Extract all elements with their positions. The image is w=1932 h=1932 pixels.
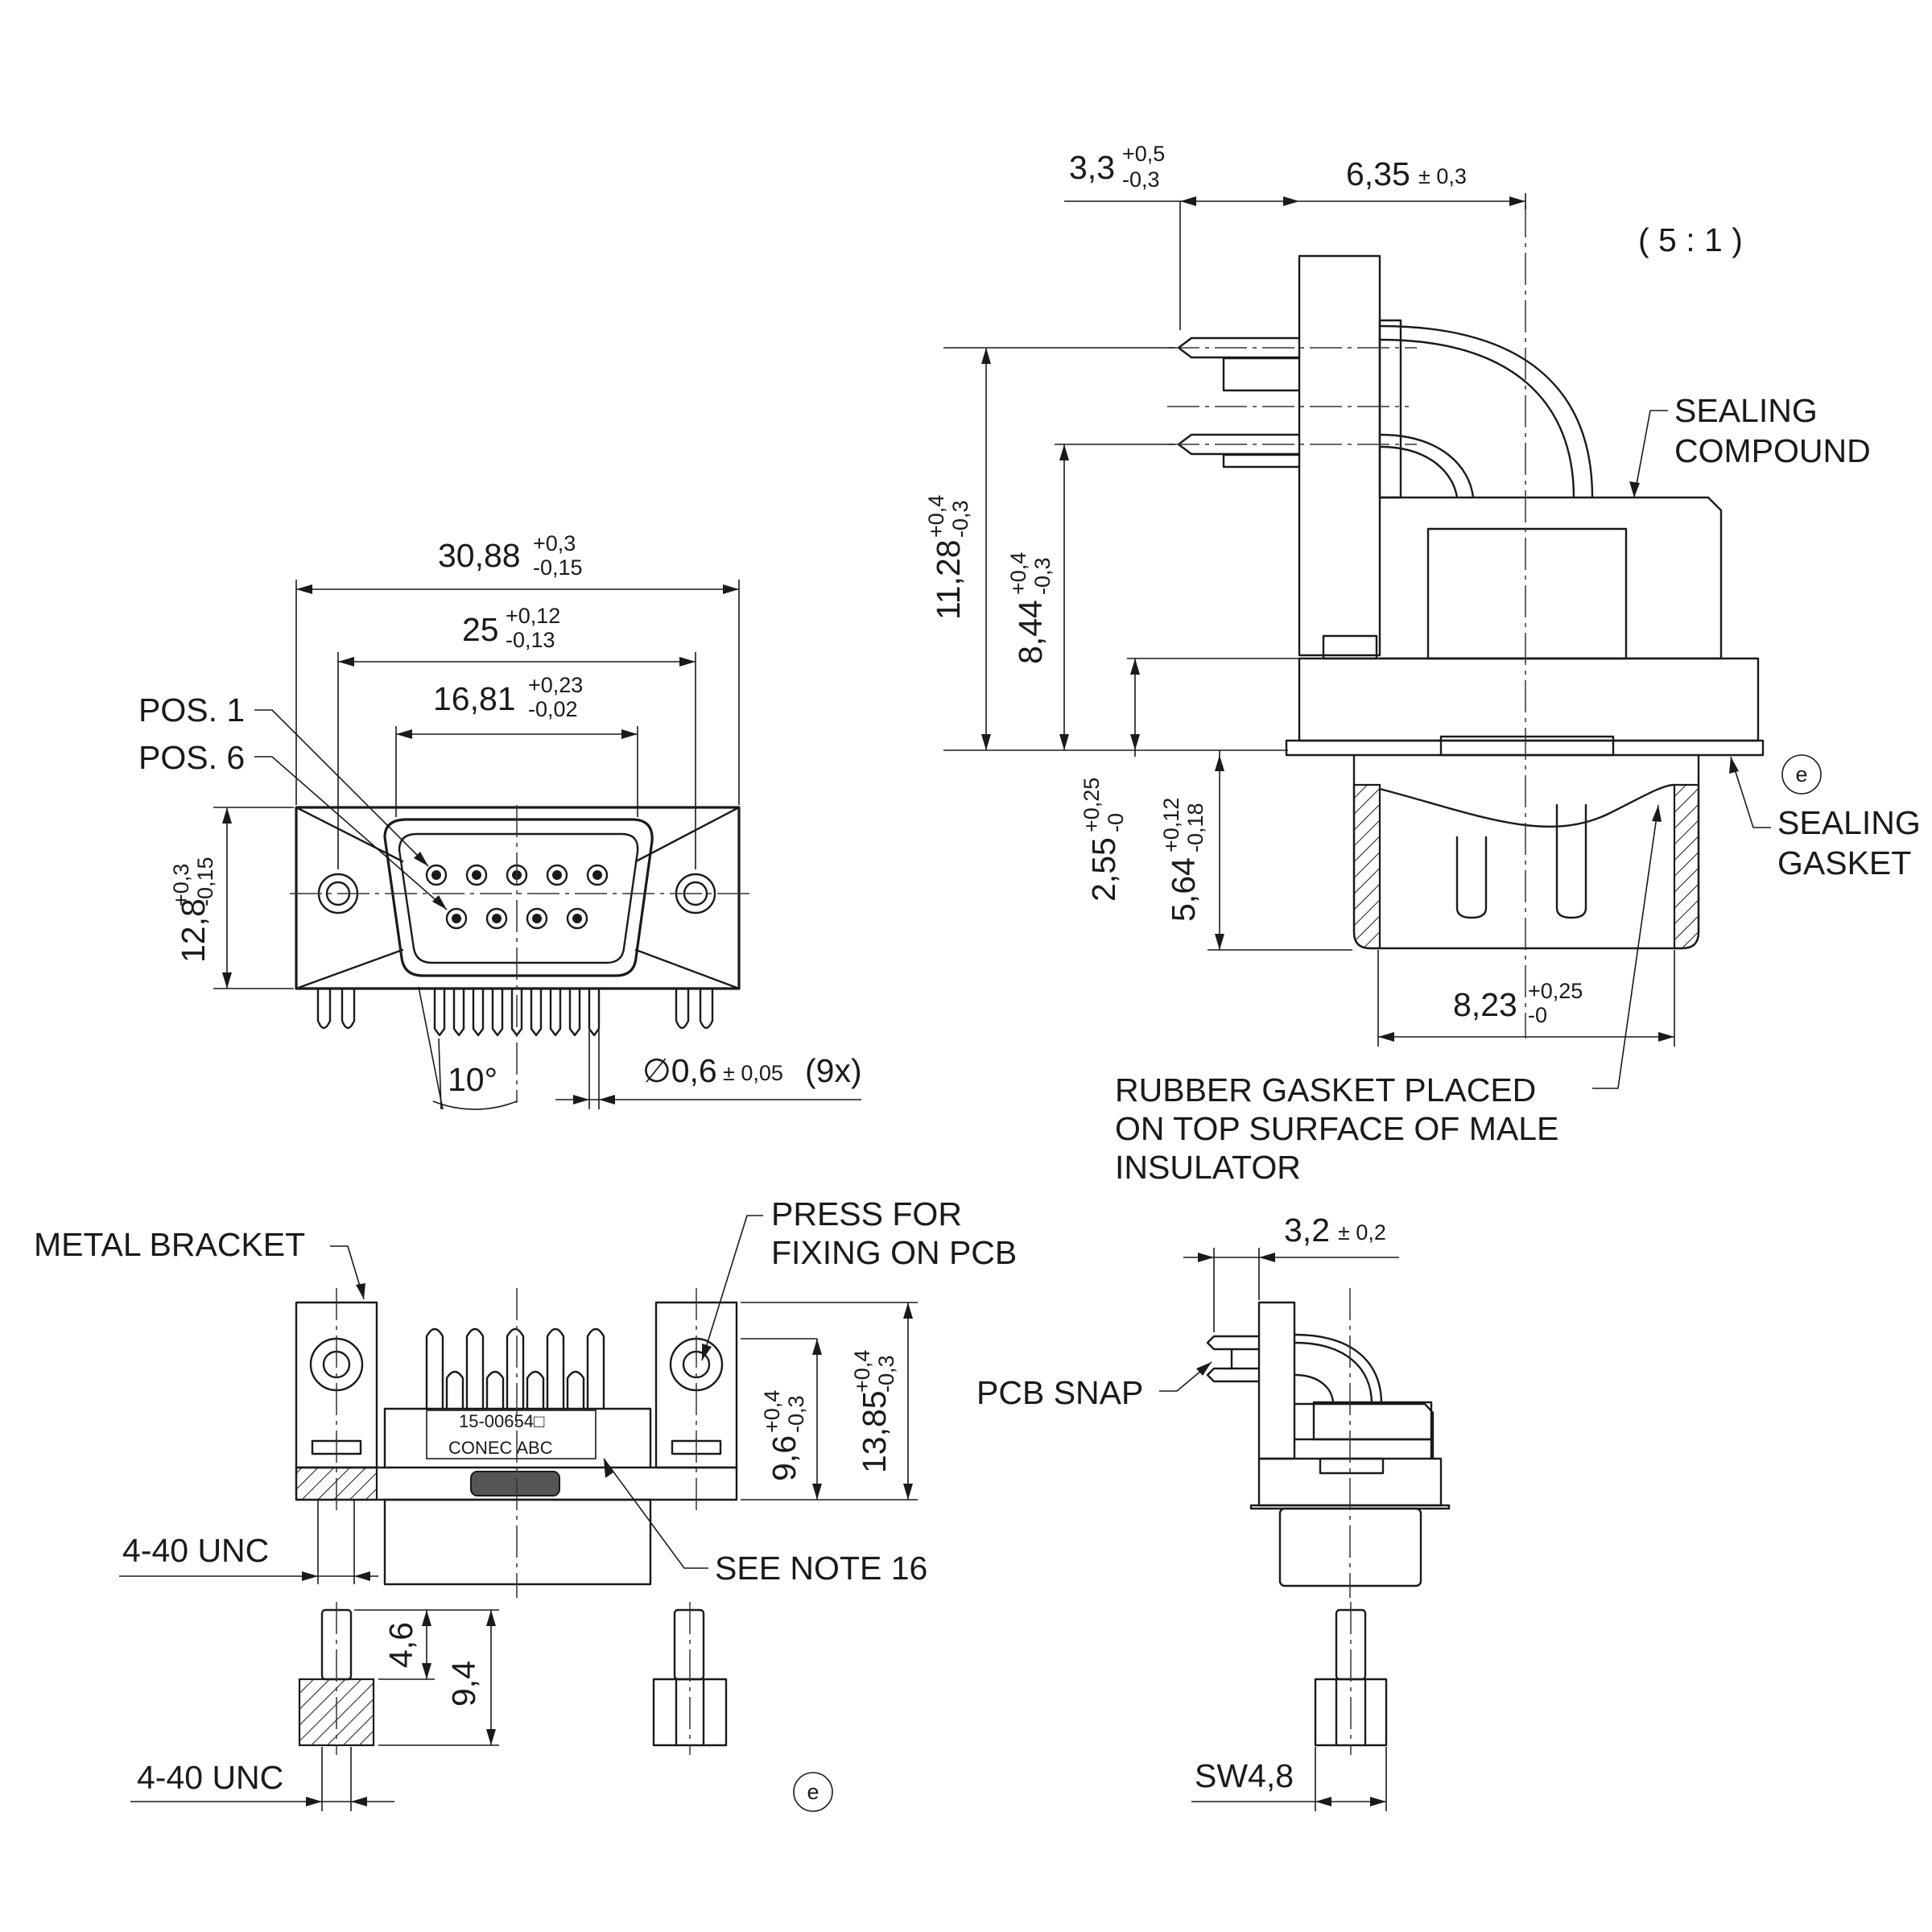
svg-text:-0,3: -0,3 [874,1355,898,1393]
svg-text:-0,02: -0,02 [528,697,578,721]
svg-text:-0,3: -0,3 [1122,167,1160,192]
svg-text:+0,12: +0,12 [506,604,560,628]
dim-height: 12,8 [175,898,212,963]
front-view: 30,88 +0,3 -0,15 25 +0,12 -0,13 16,81 +0… [138,531,862,1110]
svg-text:+0,4: +0,4 [1006,552,1030,595]
dim-bolt-short: 4,6 [382,1622,419,1668]
svg-text:-0,13: -0,13 [506,628,555,652]
scale-label: ( 5 : 1 ) [1638,221,1743,258]
bottom-view: METAL BRACKET PRESS FOR FIXING ON PCB 15… [34,1195,1017,1812]
revision-mark-bottom: e [807,1780,819,1804]
dim-depth: 6,35 [1346,155,1410,192]
svg-text:-0,15: -0,15 [193,857,217,906]
sealing-compound-label-1: SEALING [1674,392,1818,429]
sealing-gasket-label-1: SEALING [1777,804,1921,841]
metal-bracket-label: METAL BRACKET [34,1226,305,1263]
thread-label-bottom: 4-40 UNC [137,1759,283,1796]
side-view: 3,3 +0,5 -0,3 6,35 ± 0,3 11,28 +0,4 -0,3… [924,142,1921,1186]
dim-total-height: 13,85 [856,1390,893,1473]
svg-text:-0: -0 [1528,1003,1547,1027]
pcb-snap-label: PCB SNAP [976,1374,1143,1411]
dim-hole-spacing: 25 [462,611,499,648]
revision-mark-side: e [1795,762,1807,786]
dim-shell-width: 8,23 [1453,986,1517,1023]
dim-pin-protrusion: 3,3 [1069,149,1115,186]
svg-text:+0,3: +0,3 [533,531,576,555]
sealing-compound-label-2: COMPOUND [1674,432,1871,469]
svg-text:(9x): (9x) [805,1052,862,1089]
svg-text:-0,3: -0,3 [948,500,972,538]
dim-pin-span: 16,81 [433,680,516,717]
thread-label-top: 4-40 UNC [122,1532,269,1569]
dim-bracket-height: 9,6 [766,1435,803,1481]
svg-text:+0,25: +0,25 [1528,979,1583,1003]
dim-snap-offset: 3,2 [1284,1212,1330,1249]
svg-text:± 0,2: ± 0,2 [1338,1220,1386,1245]
rubber-gasket-note-2: ON TOP SURFACE OF MALE [1115,1110,1558,1147]
part-number: 15-00654□ [459,1411,544,1431]
dim-pin-diameter: ∅0,6 [642,1052,717,1089]
dim-bolt-long: 9,4 [445,1661,482,1707]
dim-flange-height: 2,55 [1085,837,1122,902]
press-note-1: PRESS FOR [771,1195,962,1232]
pos1-label: POS. 1 [138,691,245,729]
svg-text:± 0,3: ± 0,3 [1418,164,1467,188]
svg-text:+0,4: +0,4 [760,1390,784,1433]
rubber-gasket-note-3: INSULATOR [1115,1149,1301,1186]
sealing-gasket-label-2: GASKET [1777,844,1911,881]
wrench-size-label: SW4,8 [1195,1757,1294,1794]
see-note-label: SEE NOTE 16 [715,1550,927,1587]
brand-line: CONEC ABC [448,1438,553,1458]
svg-text:+0,4: +0,4 [850,1350,874,1393]
dim-shell-height: 5,64 [1165,857,1202,922]
svg-text:± 0,05: ± 0,05 [723,1061,783,1085]
dim-width-total: 30,88 [438,537,521,574]
svg-text:-0,15: -0,15 [533,555,583,580]
small-side-view: 3,2 ± 0,2 PCB SNAP SW4,8 [976,1212,1451,1811]
angle-label: 10° [448,1061,497,1098]
rubber-gasket-note-1: RUBBER GASKET PLACED [1115,1071,1536,1108]
svg-text:-0,3: -0,3 [784,1395,808,1433]
svg-text:+0,5: +0,5 [1122,142,1165,166]
svg-text:+0,23: +0,23 [528,673,583,697]
svg-text:+0,12: +0,12 [1159,798,1183,852]
svg-text:-0,18: -0,18 [1183,803,1208,852]
svg-text:+0,3: +0,3 [169,864,193,906]
svg-text:+0,25: +0,25 [1080,778,1104,832]
dim-row1-height: 11,28 [930,539,967,620]
svg-text:+0,4: +0,4 [924,495,948,538]
svg-text:-0,3: -0,3 [1030,557,1055,595]
svg-text:-0: -0 [1104,813,1128,832]
press-note-2: FIXING ON PCB [771,1234,1017,1271]
dim-row2-height: 8,44 [1012,600,1049,664]
pos6-label: POS. 6 [138,739,245,776]
